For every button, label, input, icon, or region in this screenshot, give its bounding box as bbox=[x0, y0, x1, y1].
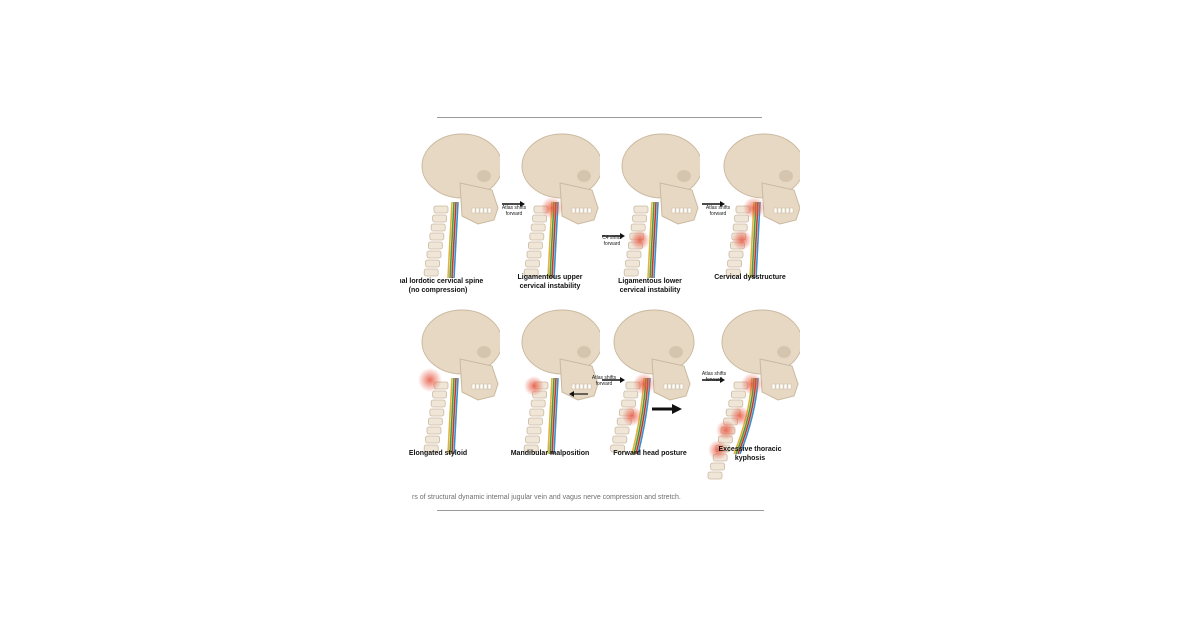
skull-illustration bbox=[702, 133, 800, 279]
shift-arrow-icon bbox=[602, 233, 625, 239]
shift-note: Atlas shifts forward bbox=[591, 375, 617, 387]
head-forward-arrow-icon bbox=[652, 404, 682, 414]
panel-caption: Ligamentous upper cervical instability bbox=[517, 274, 583, 290]
figure-caption: rs of structural dynamic internal jugula… bbox=[412, 494, 681, 501]
panel-caption: Mandibular malposition bbox=[510, 450, 590, 457]
shift-arrow-icon bbox=[702, 377, 725, 383]
skull-illustration bbox=[418, 309, 500, 455]
skull-illustration bbox=[502, 133, 600, 279]
bottom-rule bbox=[437, 510, 764, 511]
shift-arrow-icon bbox=[502, 201, 525, 207]
panel-caption: Excessive thoracic kyphosis bbox=[718, 446, 782, 462]
skull-illustration bbox=[421, 133, 500, 279]
top-rule bbox=[437, 117, 762, 118]
shift-arrow-icon bbox=[702, 201, 725, 207]
shift-arrow-icon bbox=[602, 377, 625, 383]
jaw-shift-arrow-icon bbox=[569, 391, 588, 397]
panel-caption: Forward head posture bbox=[613, 450, 687, 457]
shift-note: C4 shifts forward bbox=[602, 235, 622, 247]
panel-caption: Cervical dysstructure bbox=[714, 274, 786, 281]
skull-illustration bbox=[521, 309, 600, 455]
panel-caption: Ligamentous lower cervical instability bbox=[618, 278, 682, 294]
shift-note: Atlas shifts forward bbox=[705, 205, 731, 217]
panel-p6: Mandibular malposition bbox=[500, 304, 600, 480]
shift-note: Atlas shifts forward bbox=[701, 371, 727, 383]
panel-p5: Elongated styloid bbox=[400, 304, 500, 480]
panel-caption: Elongated styloid bbox=[408, 450, 468, 457]
skull-illustration bbox=[702, 309, 800, 480]
skull-illustration bbox=[602, 133, 700, 279]
shift-note: Atlas shifts forward bbox=[501, 205, 527, 217]
skull-illustration bbox=[602, 309, 695, 455]
